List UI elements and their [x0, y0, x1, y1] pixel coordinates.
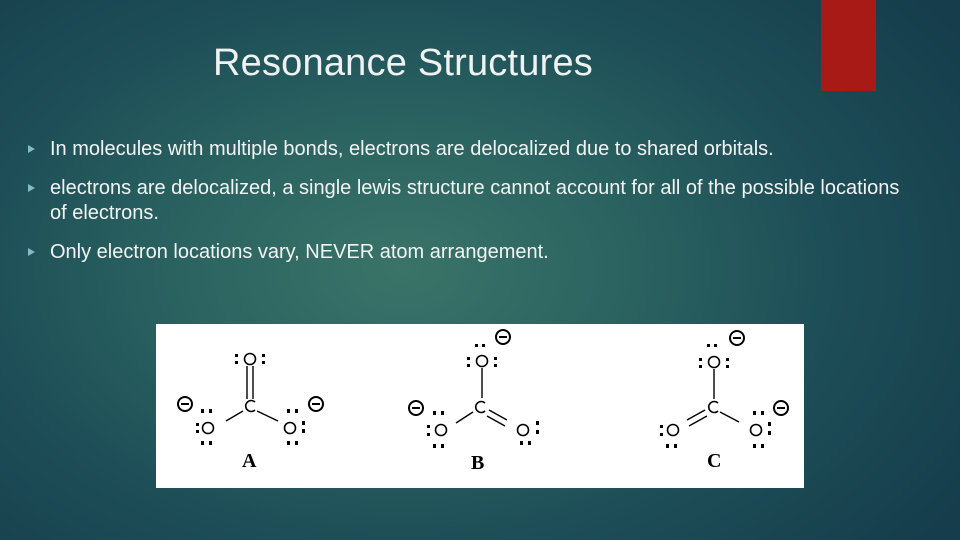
bullet-text: Only electron locations vary, NEVER atom… — [50, 241, 549, 263]
bullet-text: electrons are delocalized, a single lewi… — [50, 177, 900, 224]
structure-c: C — [660, 330, 789, 472]
bullet-list: In molecules with multiple bonds, electr… — [28, 137, 928, 279]
accent-bar — [821, 0, 876, 91]
bullet-item: In molecules with multiple bonds, electr… — [28, 137, 928, 162]
bullet-item: electrons are delocalized, a single lewi… — [28, 176, 900, 226]
structure-label-c: C — [707, 450, 721, 472]
structure-label-b: B — [471, 452, 484, 474]
bullet-text: In molecules with multiple bonds, electr… — [50, 138, 774, 160]
structure-b: B — [408, 329, 539, 474]
resonance-structures-figure: A B — [156, 324, 804, 488]
structure-label-a: A — [242, 450, 257, 472]
structure-a: A — [177, 352, 324, 472]
triangle-bullet-icon — [28, 184, 35, 192]
triangle-bullet-icon — [28, 248, 35, 256]
triangle-bullet-icon — [28, 145, 35, 153]
carbonate-resonance-diagram: A B — [177, 329, 789, 474]
slide-title: Resonance Structures — [213, 42, 593, 84]
bullet-item: Only electron locations vary, NEVER atom… — [28, 240, 928, 265]
